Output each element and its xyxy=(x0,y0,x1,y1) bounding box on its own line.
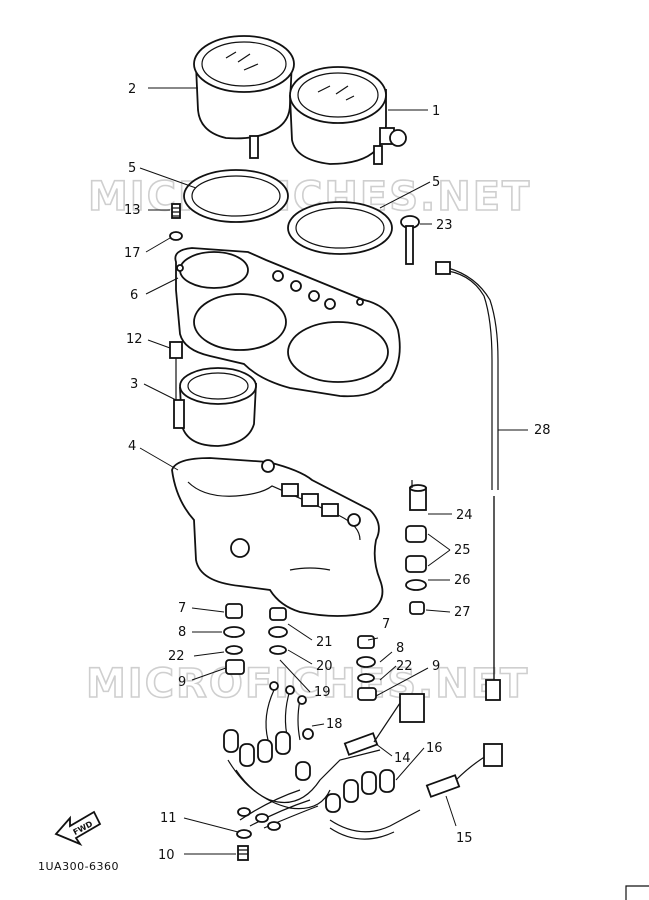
callout-16: 16 xyxy=(426,741,443,756)
callout-14: 14 xyxy=(394,751,411,766)
callout-27: 27 xyxy=(454,605,471,620)
callout-6: 6 xyxy=(130,288,138,303)
callout-labels: 2 1 5 5 13 23 17 6 12 3 28 4 24 25 26 7 … xyxy=(124,82,551,863)
hardware-stack-center xyxy=(268,607,288,655)
collar-24-part xyxy=(409,480,427,511)
hardware-stack-right xyxy=(356,635,377,701)
drawing-code: 1UA300-6360 xyxy=(38,860,120,873)
callout-15: 15 xyxy=(456,831,473,846)
callout-1: 1 xyxy=(432,104,440,119)
washer-26-part xyxy=(405,579,427,591)
nut-27-part xyxy=(409,601,425,615)
callout-12: 12 xyxy=(126,332,143,347)
callout-8: 8 xyxy=(396,641,404,656)
callout-9: 9 xyxy=(178,675,186,690)
callout-10: 10 xyxy=(158,848,175,863)
grommet-25-part xyxy=(405,525,427,573)
washer-11-part xyxy=(236,829,252,839)
callout-7: 7 xyxy=(382,617,390,632)
callout-2: 2 xyxy=(128,82,136,97)
callout-28: 28 xyxy=(534,423,551,438)
callout-25: 25 xyxy=(454,543,471,558)
hardware-stack-left xyxy=(223,603,245,675)
callout-7: 7 xyxy=(178,601,186,616)
callout-5: 5 xyxy=(432,175,440,190)
gauge-ring-left-part xyxy=(183,169,289,223)
callout-18: 18 xyxy=(326,717,343,732)
washer-17-part xyxy=(169,231,183,241)
callout-21: 21 xyxy=(316,635,333,650)
callout-20: 20 xyxy=(316,659,333,674)
callout-11: 11 xyxy=(160,811,177,826)
callout-23: 23 xyxy=(436,218,453,233)
callout-8: 8 xyxy=(178,625,186,640)
callout-5: 5 xyxy=(128,161,136,176)
leader-lines xyxy=(139,87,528,855)
gauge-left-part xyxy=(193,35,295,159)
gauge-ring-right-part xyxy=(287,201,393,255)
screw-13-part xyxy=(171,203,181,219)
bolt-23-part xyxy=(400,215,420,265)
callout-9: 9 xyxy=(432,659,440,674)
meter-bracket-part xyxy=(174,247,401,398)
callout-4: 4 xyxy=(128,439,136,454)
meter-cable-part xyxy=(435,261,501,701)
callout-3: 3 xyxy=(130,377,138,392)
gauge-right-part xyxy=(289,66,407,165)
meter-housing-part xyxy=(171,457,384,617)
callout-13: 13 xyxy=(124,203,141,218)
gauge-small-part xyxy=(173,367,257,447)
corner-mark xyxy=(625,885,649,900)
fwd-arrow-icon: FWD xyxy=(54,810,102,846)
callout-22: 22 xyxy=(396,659,413,674)
callout-26: 26 xyxy=(454,573,471,588)
callout-19: 19 xyxy=(314,685,331,700)
callout-24: 24 xyxy=(456,508,473,523)
screw-10-part xyxy=(237,845,249,861)
watermark-bottom: MICROFICHES.NET xyxy=(86,661,529,707)
callout-22: 22 xyxy=(168,649,185,664)
callout-17: 17 xyxy=(124,246,141,261)
wiring-harness-part xyxy=(223,681,503,840)
